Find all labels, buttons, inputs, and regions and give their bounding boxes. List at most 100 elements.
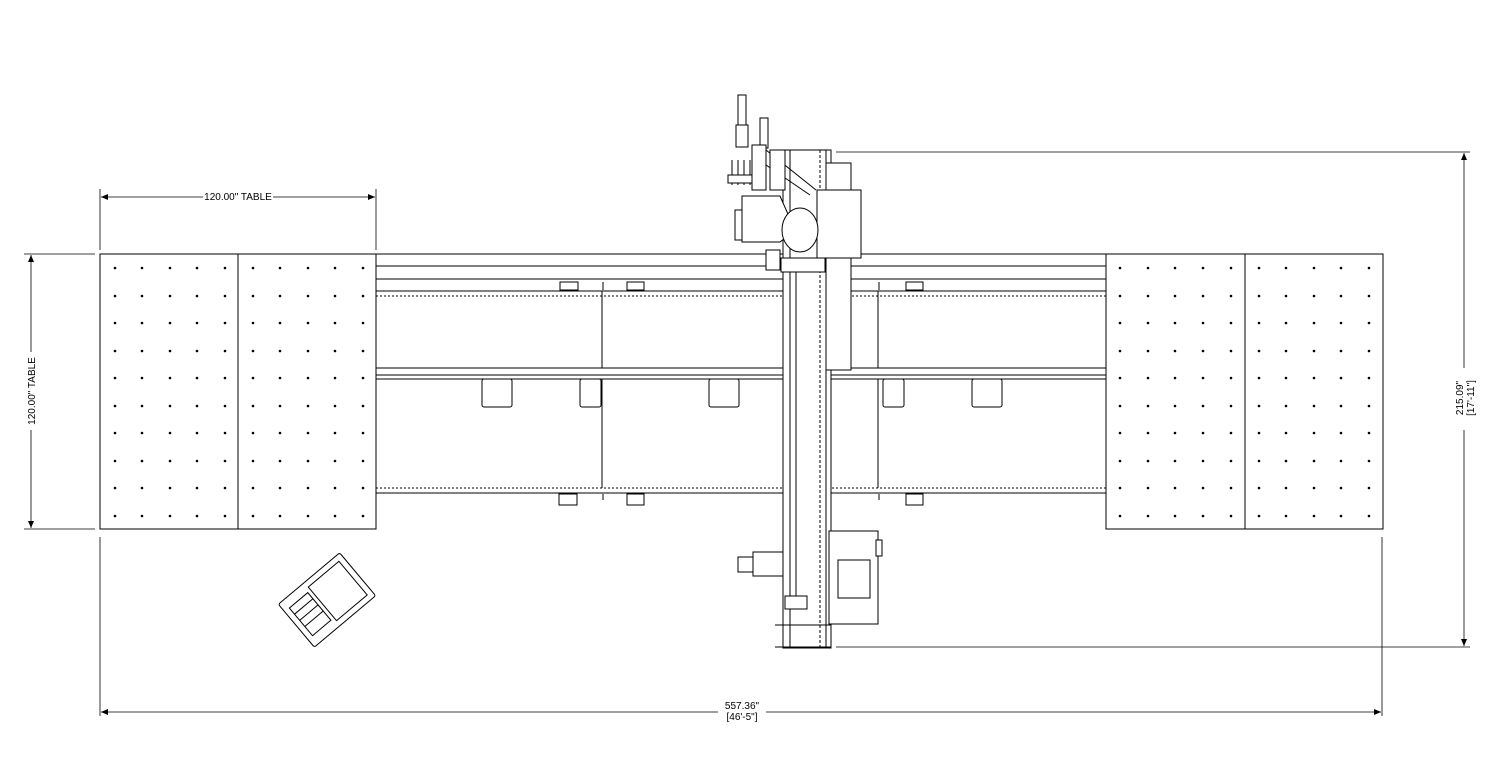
table-hole	[223, 431, 227, 435]
table-hole	[1257, 349, 1261, 353]
left-table	[99, 253, 377, 530]
table-hole	[306, 294, 310, 298]
table-hole	[251, 431, 255, 435]
table-hole	[140, 376, 144, 380]
table-hole	[1367, 349, 1371, 353]
dimension-overall-length: 557.36" [46'-5"]	[99, 537, 1383, 723]
table-hole	[1173, 266, 1177, 270]
table-hole	[1229, 404, 1233, 408]
table-hole	[140, 349, 144, 353]
table-hole	[1173, 514, 1177, 518]
table-hole	[333, 514, 337, 518]
table-hole	[140, 459, 144, 463]
table-hole	[223, 486, 227, 490]
overall-height-feet: [17'-11"]	[1466, 380, 1477, 416]
table-hole	[195, 431, 199, 435]
table-width-label: 120.00" TABLE	[204, 192, 272, 203]
table-hole	[1312, 321, 1316, 325]
table-hole	[1229, 321, 1233, 325]
table-hole	[1284, 266, 1288, 270]
table-hole	[1118, 514, 1122, 518]
table-hole	[223, 514, 227, 518]
machine-frame	[376, 253, 1106, 506]
table-hole	[168, 404, 172, 408]
table-hole	[251, 486, 255, 490]
table-height-label: 120.00" TABLE	[27, 357, 38, 425]
table-hole	[1339, 514, 1343, 518]
table-hole	[1146, 404, 1150, 408]
table-hole	[223, 349, 227, 353]
table-hole	[306, 514, 310, 518]
table-hole	[251, 321, 255, 325]
overall-height-inches: 215.09"	[1455, 380, 1466, 415]
table-hole	[1339, 266, 1343, 270]
table-hole	[1146, 431, 1150, 435]
table-hole	[333, 459, 337, 463]
table-hole	[1284, 404, 1288, 408]
table-hole	[278, 514, 282, 518]
table-hole	[195, 459, 199, 463]
table-hole	[1284, 321, 1288, 325]
dimension-table-width: 120.00" TABLE	[99, 189, 377, 250]
overall-length-inches: 557.36"	[725, 701, 760, 712]
table-hole	[223, 376, 227, 380]
table-hole	[1367, 294, 1371, 298]
table-hole	[278, 321, 282, 325]
table-hole	[251, 514, 255, 518]
table-hole	[1257, 294, 1261, 298]
table-hole	[1146, 376, 1150, 380]
table-hole	[140, 431, 144, 435]
table-hole	[333, 321, 337, 325]
table-hole	[1284, 349, 1288, 353]
table-hole	[113, 486, 117, 490]
table-hole	[1118, 486, 1122, 490]
table-hole	[278, 294, 282, 298]
table-hole	[1339, 459, 1343, 463]
table-hole	[1118, 349, 1122, 353]
table-hole	[1118, 376, 1122, 380]
table-hole	[1229, 486, 1233, 490]
table-hole	[278, 376, 282, 380]
table-hole	[223, 459, 227, 463]
table-hole	[1367, 404, 1371, 408]
table-hole	[168, 349, 172, 353]
table-hole	[1257, 266, 1261, 270]
table-hole	[306, 376, 310, 380]
table-hole	[1312, 294, 1316, 298]
table-hole	[1312, 376, 1316, 380]
table-hole	[1367, 459, 1371, 463]
table-hole	[251, 349, 255, 353]
dimension-overall-height: 215.09" [17'-11"]	[836, 151, 1477, 648]
table-hole	[168, 459, 172, 463]
table-hole	[1173, 404, 1177, 408]
table-hole	[168, 514, 172, 518]
table-hole	[1257, 321, 1261, 325]
table-hole	[113, 321, 117, 325]
table-hole	[1118, 431, 1122, 435]
table-hole	[195, 321, 199, 325]
table-hole	[223, 404, 227, 408]
torch-head	[727, 94, 819, 271]
left-table-holes	[113, 266, 365, 518]
table-hole	[140, 321, 144, 325]
table-hole	[195, 294, 199, 298]
table-hole	[1257, 404, 1261, 408]
table-hole	[195, 514, 199, 518]
table-hole	[1367, 431, 1371, 435]
table-hole	[361, 294, 365, 298]
table-hole	[1229, 349, 1233, 353]
table-hole	[168, 294, 172, 298]
table-hole	[1118, 404, 1122, 408]
table-hole	[1201, 486, 1205, 490]
table-hole	[1339, 404, 1343, 408]
table-hole	[306, 349, 310, 353]
table-hole	[1257, 459, 1261, 463]
table-hole	[361, 376, 365, 380]
table-hole	[306, 431, 310, 435]
table-hole	[1284, 376, 1288, 380]
table-hole	[195, 486, 199, 490]
table-hole	[333, 349, 337, 353]
table-hole	[1257, 514, 1261, 518]
table-hole	[1173, 459, 1177, 463]
